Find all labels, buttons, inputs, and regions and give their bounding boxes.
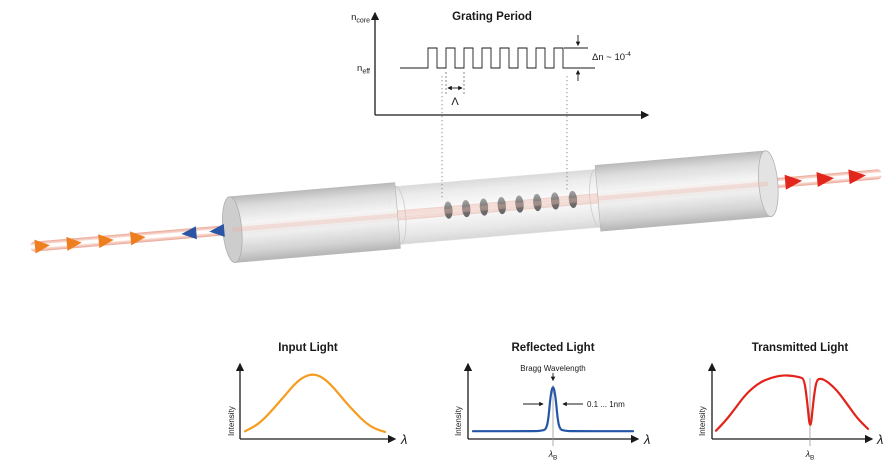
- reflected-ylabel: Intensity: [454, 406, 463, 436]
- input-light-chart: Input Light Intensity λ: [227, 342, 407, 447]
- fiber-illustration: [29, 150, 883, 263]
- grating-mark: [568, 190, 578, 209]
- grating-period-diagram: Grating Period ncore neff Λ Δn ~ 10-4: [351, 11, 650, 120]
- transmitted-xlabel: λ: [876, 432, 883, 447]
- input-light-title: Input Light: [278, 342, 338, 354]
- index-modulation-square-wave: [400, 47, 595, 69]
- grating-mark: [497, 196, 507, 215]
- reflected-spectrum-curve: [471, 386, 635, 433]
- reflected-xlabel: λ: [643, 432, 650, 447]
- input-spectrum-curve: [243, 373, 387, 433]
- reflected-light-arrows: [181, 223, 225, 240]
- transmitted-light-title: Transmitted Light: [752, 342, 849, 354]
- reflected-light-arrow: [209, 223, 225, 237]
- n-eff-label: neff: [357, 63, 370, 76]
- grating-mark: [533, 193, 542, 212]
- input-light-arrow: [130, 231, 146, 246]
- grating-mark: [444, 201, 453, 219]
- input-xlabel: λ: [400, 432, 407, 447]
- reflected-light-chart: Reflected Light Bragg Wavelength Intensi…: [454, 342, 650, 462]
- grating-extent-guides: [441, 76, 568, 200]
- bragg-wavelength-tick: λB: [548, 449, 558, 462]
- input-light-arrow: [66, 236, 82, 251]
- input-ylabel: Intensity: [227, 406, 236, 436]
- transmitted-light-arrows: [784, 169, 866, 190]
- grating-mark: [550, 192, 560, 210]
- bragg-wavelength-label: Bragg Wavelength: [520, 364, 586, 373]
- grating-mark: [479, 198, 489, 216]
- peak-width-label: 0.1 ... 1nm: [587, 400, 625, 409]
- input-light-arrow: [98, 234, 114, 249]
- grating-mark: [461, 200, 471, 218]
- grating-period-title: Grating Period: [452, 11, 532, 23]
- transmitted-ylabel: Intensity: [698, 406, 707, 436]
- transmitted-light-arrow: [848, 169, 866, 185]
- reflected-light-arrow: [181, 226, 197, 240]
- transmitted-spectrum-curve: [714, 374, 870, 432]
- grating-marks: [444, 190, 578, 219]
- transmitted-light-arrow: [816, 172, 835, 187]
- fiber-right-end-cap: [758, 150, 779, 217]
- transmitted-light-arrow: [784, 174, 803, 190]
- grating-mark: [515, 195, 524, 213]
- fiber-core-through-cladding: [232, 181, 769, 232]
- input-light-arrow: [34, 239, 50, 254]
- input-light-arrows: [34, 231, 146, 254]
- reflected-light-title: Reflected Light: [511, 342, 594, 354]
- notch-wavelength-tick: λB: [805, 449, 815, 462]
- delta-n-label: Δn ~ 10-4: [592, 51, 631, 63]
- n-core-label: ncore: [351, 12, 370, 25]
- grating-period-symbol: Λ: [451, 96, 459, 108]
- transmitted-light-chart: Transmitted Light Intensity λ λB: [698, 342, 883, 462]
